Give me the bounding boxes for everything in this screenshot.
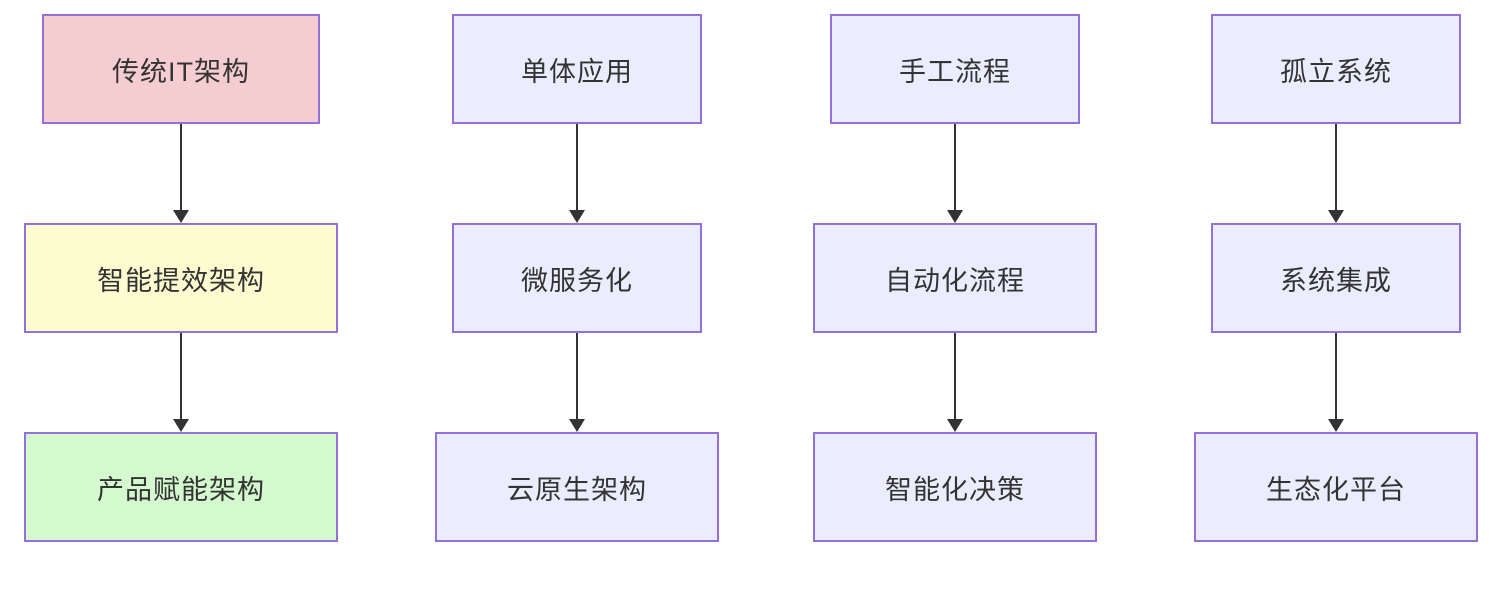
arrow-shaft [1335, 333, 1337, 420]
node-monolith: 单体应用 [452, 14, 702, 124]
node-system-integration: 系统集成 [1211, 223, 1461, 333]
flow-arrow [569, 333, 585, 432]
flow-arrow [173, 333, 189, 432]
node-smart-efficiency: 智能提效架构 [24, 223, 338, 333]
node-manual-process: 手工流程 [830, 14, 1080, 124]
arrow-head-icon [947, 210, 963, 223]
flow-arrow [569, 124, 585, 223]
node-microservices: 微服务化 [452, 223, 702, 333]
arrow-shaft [180, 124, 182, 211]
arrow-shaft [576, 124, 578, 211]
arrow-head-icon [1328, 210, 1344, 223]
arrow-shaft [954, 333, 956, 420]
arrow-head-icon [173, 210, 189, 223]
flow-arrow [173, 124, 189, 223]
flow-arrow [1328, 124, 1344, 223]
node-ecosystem-platform: 生态化平台 [1194, 432, 1478, 542]
node-isolated-system: 孤立系统 [1211, 14, 1461, 124]
node-traditional-it: 传统IT架构 [42, 14, 320, 124]
node-automated-process: 自动化流程 [813, 223, 1097, 333]
arrow-head-icon [947, 419, 963, 432]
arrow-head-icon [1328, 419, 1344, 432]
arrow-shaft [576, 333, 578, 420]
node-product-empower: 产品赋能架构 [24, 432, 338, 542]
arrow-shaft [1335, 124, 1337, 211]
arrow-shaft [954, 124, 956, 211]
flow-arrow [947, 124, 963, 223]
arrow-head-icon [569, 419, 585, 432]
flow-arrow [947, 333, 963, 432]
arrow-head-icon [173, 419, 189, 432]
node-cloud-native: 云原生架构 [435, 432, 719, 542]
flow-arrow [1328, 333, 1344, 432]
arrow-head-icon [569, 210, 585, 223]
arrow-shaft [180, 333, 182, 420]
node-intelligent-decision: 智能化决策 [813, 432, 1097, 542]
